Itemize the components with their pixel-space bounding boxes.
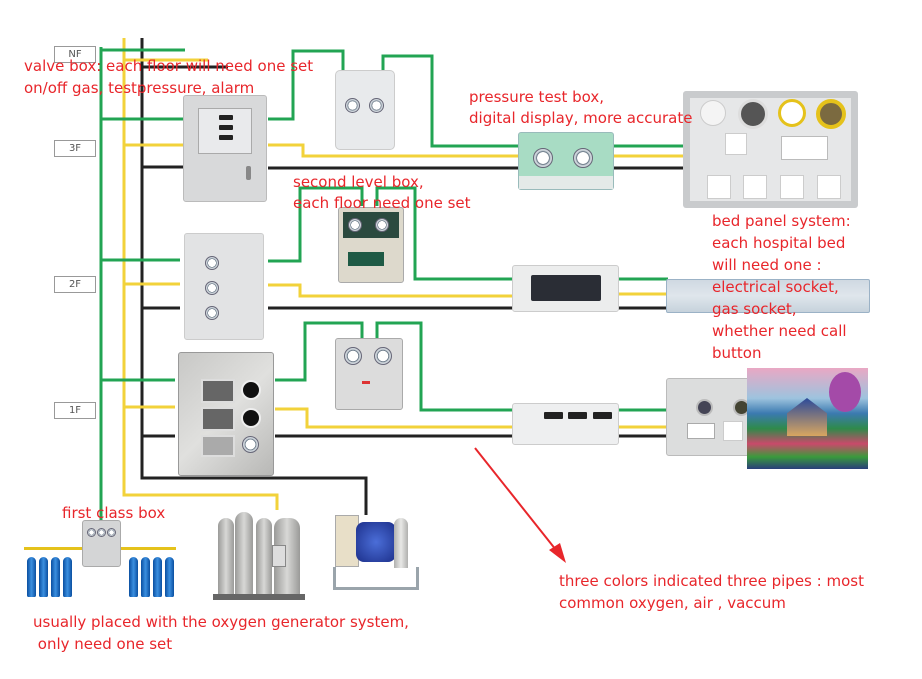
electrical-socket-icon [743,175,767,199]
air-riser [122,38,279,510]
second-level-note-line1: second level box, [293,173,424,191]
pressure-test-note-line1: pressure test box, [469,88,605,106]
floor-label-1f: 1F [54,402,96,419]
gas-outlet-icon [700,100,726,126]
painting [747,368,868,469]
red-arrow [474,447,566,563]
second-level-note-line2: each floor need one set [293,194,471,212]
alarm-box-2f [512,265,619,312]
first-class-box-label: first class box [62,504,166,522]
bed-panel-1f [666,378,758,456]
alarm-box-1f [512,403,619,445]
bed-panel-3f [683,91,858,208]
floor-label-nf: NF [54,46,96,63]
electrical-socket-icon [780,175,804,199]
bed-panel-note-line: gas socket, [712,300,797,318]
valve-box-1f [178,352,274,476]
electrical-socket-icon [817,175,841,199]
bed-rail-2f [666,279,870,313]
first-class-note-line1: usually placed with the oxygen generator… [33,613,409,631]
floor-label-2f: 2F [54,276,96,293]
bed-panel-note-line: whether need call [712,322,847,340]
valve-box-2f [184,233,264,340]
bed-panel-note-line: each hospital bed [712,234,846,252]
bed-panel-note-line: button [712,344,762,362]
valve-box-note-line2: on/off gas, testpressure, alarm [24,79,255,97]
vacuum-riser [140,38,368,515]
electrical-socket-icon [707,175,731,199]
second-level-box-1f [335,338,403,410]
gas-outlet-icon [738,99,768,129]
bed-panel-note-line: will need one : [712,256,822,274]
bed-panel-note: bed panel system: each hospital bed will… [712,210,851,364]
second-level-box-3f [335,70,395,150]
gas-outlet-icon [778,99,806,127]
floor-label-3f: 3F [54,140,96,157]
pressure-test-box-3f [518,132,614,190]
second-level-box-2f [338,207,404,283]
first-class-box [82,520,121,567]
three-colors-note-line1: three colors indicated three pipes : mos… [559,572,864,590]
pressure-test-note-line2: digital display, more accurate [469,109,693,127]
bed-panel-note-line: bed panel system: [712,212,851,230]
valve-box-note-line1: valve box: each floor will need one set [24,57,314,75]
first-class-note-line2: only need one set [33,635,173,653]
bed-panel-note-line: electrical socket, [712,278,839,296]
valve-box-3f [183,95,267,202]
three-colors-note-line2: common oxygen, air , vaccum [559,594,786,612]
gas-outlet-icon [816,99,846,129]
